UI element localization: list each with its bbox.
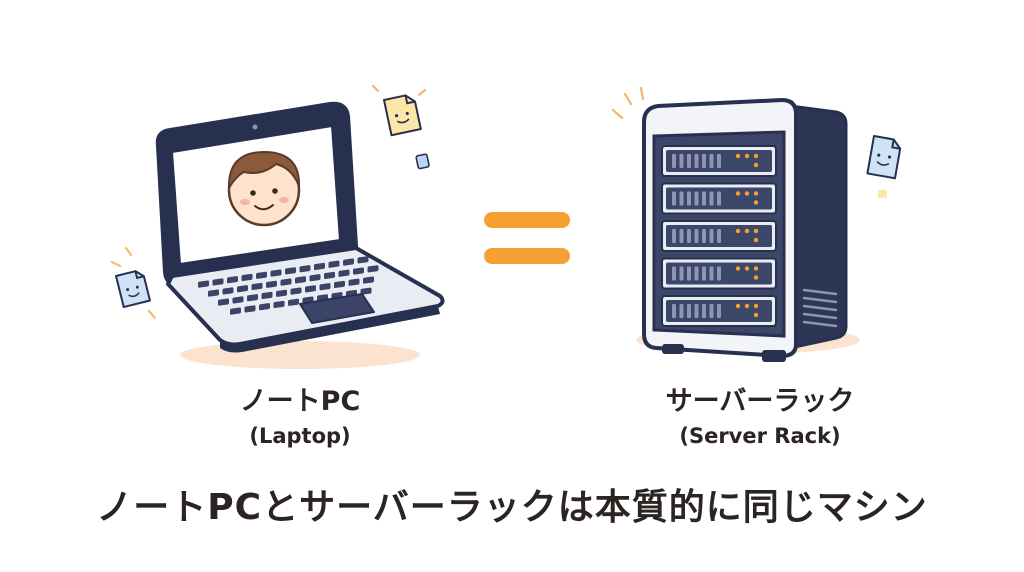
keyboard-key	[259, 303, 270, 311]
keyboard-key	[299, 265, 311, 273]
status-led	[744, 303, 750, 309]
status-led	[744, 266, 750, 271]
keyboard-key	[324, 271, 335, 280]
server-name-label: サーバーラック	[665, 386, 855, 417]
status-led	[744, 153, 750, 159]
keyboard-key	[328, 260, 340, 268]
laptop-keyboard	[198, 256, 379, 315]
keyboard-key	[343, 258, 354, 266]
status-led	[753, 153, 759, 159]
keyboard-key	[247, 294, 258, 302]
keyboard-key	[290, 287, 302, 295]
laptop-touchpad	[299, 293, 375, 324]
document-face-icon	[383, 94, 422, 137]
keyboard-key	[218, 298, 229, 306]
keyboard-key	[309, 274, 321, 282]
keyboard-key	[353, 267, 364, 275]
status-led	[753, 275, 759, 280]
server-foot-right	[762, 350, 786, 362]
keyboard-key	[241, 273, 253, 282]
keyboard-key	[208, 289, 219, 297]
keyboard-key	[348, 278, 360, 286]
server-units	[661, 145, 777, 327]
keyboard-key	[273, 300, 285, 309]
server-foot-left	[662, 344, 684, 354]
server-unit	[661, 182, 777, 215]
keyboard-key	[305, 285, 316, 293]
status-led	[753, 312, 759, 318]
keyboard-key	[360, 287, 372, 295]
server-unit	[661, 295, 777, 327]
server-rack-icon	[636, 98, 860, 362]
keyboard-key	[237, 285, 248, 293]
keyboard-key	[230, 307, 241, 315]
keyboard-key	[261, 291, 273, 300]
status-led	[735, 191, 741, 196]
sparkle-lines	[611, 86, 645, 120]
keyboard-key	[367, 265, 379, 273]
small-square-icon	[878, 190, 887, 198]
laptop-base-edge	[220, 306, 440, 353]
server-unit	[661, 257, 777, 290]
server-unit	[661, 145, 777, 177]
keyboard-key	[319, 283, 331, 291]
server-unit	[661, 220, 777, 252]
status-led	[744, 228, 750, 234]
smiling-face-icon	[227, 150, 301, 227]
keyboard-key	[357, 256, 369, 264]
keyboard-key	[244, 305, 256, 313]
document-face-icon	[115, 270, 151, 309]
status-led	[735, 303, 741, 309]
status-led	[753, 237, 759, 243]
server-side-panel	[788, 104, 848, 350]
keyboard-key	[232, 296, 244, 304]
keyboard-key	[285, 267, 296, 275]
keyboard-key	[256, 271, 267, 279]
small-square-icon	[415, 153, 430, 170]
server-vents	[802, 288, 838, 328]
document-face-icon	[866, 135, 902, 180]
keyboard-key	[288, 298, 299, 306]
sparkle-lines	[110, 84, 427, 320]
laptop-camera	[252, 124, 258, 130]
laptop-name-label: ノートPC	[239, 386, 361, 417]
status-led	[753, 200, 759, 205]
keyboard-key	[338, 269, 350, 277]
status-led	[753, 162, 759, 168]
laptop-subtitle-label: (Laptop)	[249, 424, 351, 448]
laptop-shadow	[180, 341, 420, 369]
keyboard-key	[280, 278, 292, 286]
status-led	[753, 228, 759, 234]
keyboard-key	[212, 278, 224, 286]
keyboard-key	[276, 289, 287, 297]
caption: ノートPCとサーバーラックは本質的に同じマシン	[96, 487, 928, 528]
keyboard-key	[251, 282, 263, 291]
keyboard-key	[266, 280, 277, 288]
status-led	[753, 266, 759, 271]
laptop-icon	[155, 101, 445, 369]
equals-sign-icon	[484, 212, 570, 264]
status-led	[744, 191, 750, 196]
status-led	[735, 266, 741, 271]
server-subtitle-label: (Server Rack)	[679, 424, 841, 448]
status-led	[753, 191, 759, 196]
status-led	[735, 228, 741, 234]
keyboard-key	[363, 276, 374, 284]
status-led	[735, 153, 741, 159]
keyboard-key	[227, 276, 238, 284]
keyboard-key	[222, 287, 234, 295]
keyboard-key	[270, 269, 282, 277]
keyboard-key	[334, 280, 345, 289]
keyboard-key	[295, 276, 306, 284]
keyboard-key	[314, 262, 325, 271]
keyboard-key	[198, 280, 209, 288]
status-led	[753, 303, 759, 309]
